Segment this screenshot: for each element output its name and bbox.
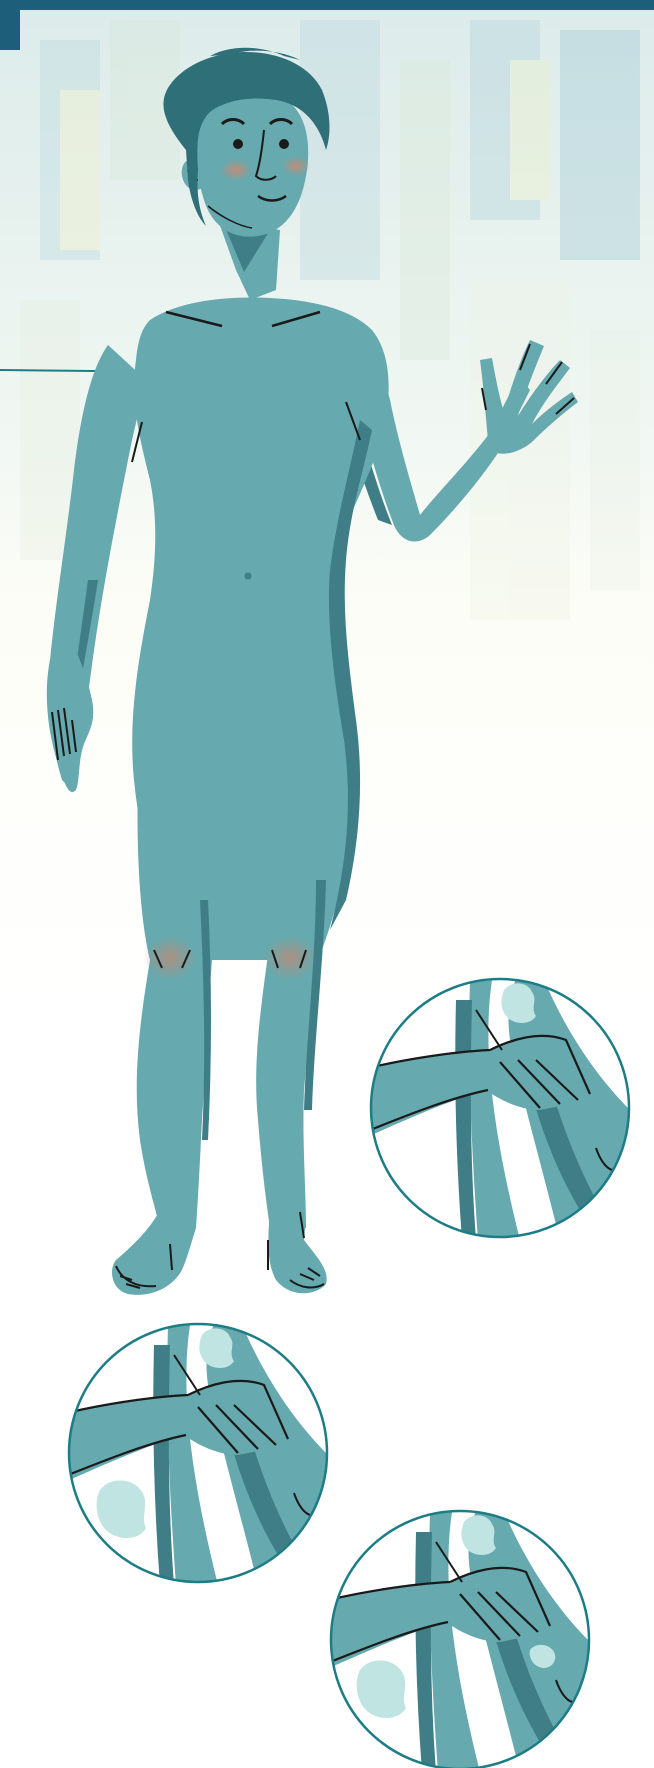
knee-inset-two-patches bbox=[58, 1315, 338, 1585]
knee-inset-three-patches bbox=[320, 1502, 600, 1768]
knee-inset-one-patch bbox=[360, 970, 640, 1240]
